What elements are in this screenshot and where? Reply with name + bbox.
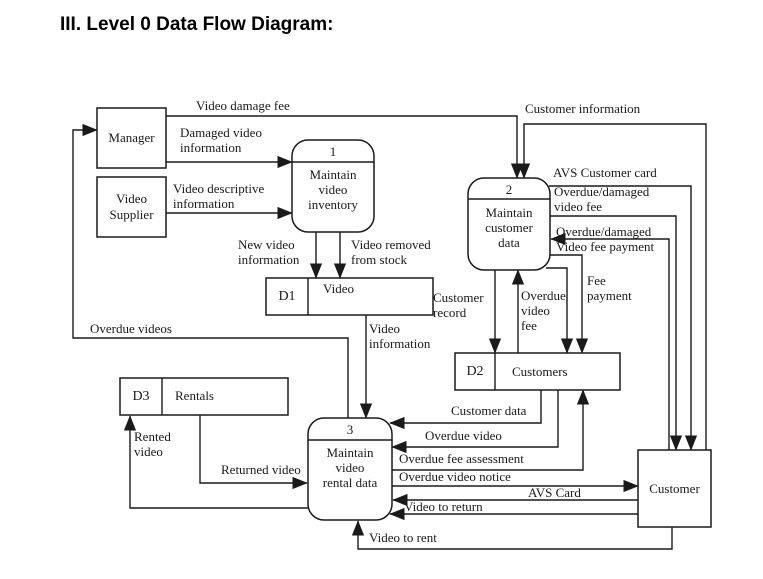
flow-label-damaged-video-information: Damaged video information bbox=[180, 125, 262, 155]
process-3-name: Maintain video rental data bbox=[322, 445, 378, 490]
flow-label-overdue-video-notice: Overdue video notice bbox=[399, 469, 511, 484]
datastore-d2-name: Customers bbox=[512, 364, 568, 379]
datastore-d2-box bbox=[454, 352, 621, 391]
process-1-number: 1 bbox=[329, 144, 337, 159]
flow-label-video-to-return: Video to return bbox=[404, 499, 483, 514]
flow-label-overdue-videos: Overdue videos bbox=[90, 321, 172, 336]
flow-label-overdue-damaged-video-fee-payment: Overdue/damaged Video fee payment bbox=[556, 224, 655, 254]
flow-line-p2-to-d2 bbox=[546, 267, 574, 354]
datastore-d1-box bbox=[265, 277, 434, 316]
flow-label-returned-video: Returned video bbox=[221, 462, 301, 477]
process-1-name: Maintain video inventory bbox=[308, 167, 358, 212]
flow-label-customer-data: Customer data bbox=[451, 403, 527, 418]
flow-label-fee-payment: Fee payment bbox=[587, 273, 632, 303]
flow-label-video-removed-from-stock: Video removed from stock bbox=[351, 237, 431, 267]
video-supplier-entity-box bbox=[96, 176, 167, 238]
page-title: III. Level 0 Data Flow Diagram: bbox=[60, 14, 334, 35]
flow-label-overdue-damaged-video-fee: Overdue/damaged video fee bbox=[554, 184, 650, 214]
flow-line-customer-data bbox=[389, 390, 542, 430]
flow-label-rented-video: Rented video bbox=[134, 429, 171, 459]
flow-label-overdue-video-fee: Overdue video fee bbox=[521, 288, 566, 333]
flow-label-customer-record: Customer record bbox=[433, 290, 484, 320]
flow-label-overdue-fee-assessment: Overdue fee assessment bbox=[399, 451, 524, 466]
flow-label-customer-information: Customer information bbox=[525, 101, 641, 116]
flow-line-customer-information bbox=[517, 123, 707, 450]
flow-label-video-damage-fee: Video damage fee bbox=[196, 98, 290, 113]
datastore-d1-id: D1 bbox=[278, 288, 296, 304]
datastore-d2-id: D2 bbox=[466, 363, 484, 379]
flow-line-fee-payment bbox=[549, 254, 589, 354]
datastore-d3-box bbox=[119, 377, 289, 416]
flow-label-avs-customer-card: AVS Customer card bbox=[553, 165, 657, 180]
customer-entity-box bbox=[637, 449, 712, 528]
flow-label-new-video-information: New video information bbox=[238, 237, 300, 267]
flow-line-rented-video bbox=[123, 415, 309, 509]
process-1-box bbox=[291, 139, 375, 233]
flow-label-overdue-video: Overdue video bbox=[425, 428, 502, 443]
process-3-number: 3 bbox=[346, 422, 354, 437]
flow-line-overdue-damaged-video-fee bbox=[550, 215, 683, 451]
process-3-box bbox=[307, 417, 393, 521]
process-2-name: Maintain customer data bbox=[485, 205, 533, 250]
flow-line-video-damage-fee bbox=[166, 115, 524, 179]
customer-entity-label: Customer bbox=[649, 480, 700, 496]
datastore-d1-name: Video bbox=[323, 281, 354, 296]
video-supplier-entity-label: Video Supplier bbox=[109, 191, 154, 222]
manager-entity-box bbox=[96, 107, 167, 169]
flow-label-avs-card: AVS Card bbox=[528, 485, 581, 500]
datastore-d3-id: D3 bbox=[132, 388, 150, 404]
flow-line-overdue-videos bbox=[72, 123, 349, 418]
datastore-d3-name: Rentals bbox=[175, 388, 214, 403]
process-2-number: 2 bbox=[505, 182, 513, 197]
flow-line-overdue-damaged-video-fee-payment bbox=[550, 232, 670, 450]
flow-line-returned-video bbox=[199, 415, 308, 490]
flow-line-overdue-video bbox=[391, 390, 559, 454]
flow-line-avs-customer-card bbox=[549, 185, 698, 451]
flow-label-video-descriptive-information: Video descriptive information bbox=[173, 181, 265, 211]
flow-line-overdue-fee-assessment bbox=[392, 389, 590, 471]
process-2-box bbox=[467, 177, 551, 271]
flow-line-video-to-rent bbox=[351, 520, 673, 550]
manager-entity-label: Manager bbox=[108, 130, 155, 145]
flow-label-video-to-rent: Video to rent bbox=[369, 530, 437, 545]
flow-label-video-information: Video information bbox=[369, 321, 431, 351]
